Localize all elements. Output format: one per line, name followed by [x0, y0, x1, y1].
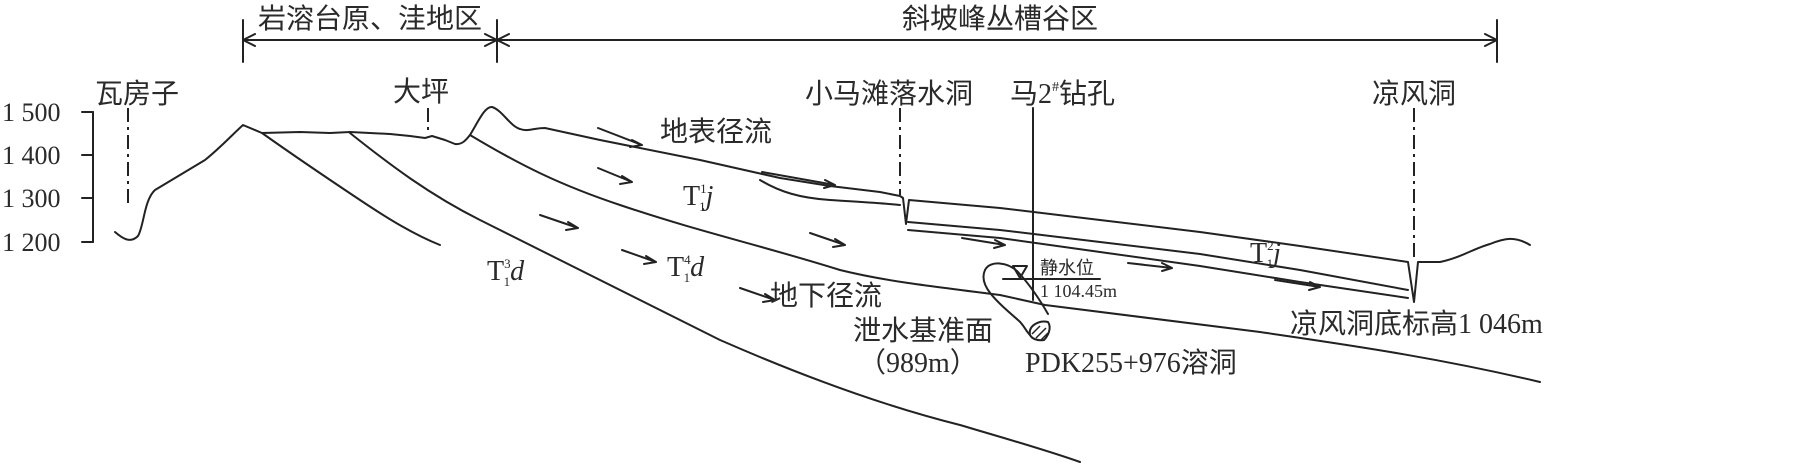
- base-level-label: 泄水基准面: [853, 315, 993, 347]
- cave-label: PDK255+976溶洞: [1025, 347, 1237, 379]
- axis-tick-1300: 1 300: [2, 184, 61, 213]
- place-label-daping: 大坪: [393, 76, 449, 108]
- region-label-slope: 斜坡峰丛槽谷区: [902, 3, 1098, 35]
- place-label-liangfengdong: 凉风洞: [1372, 78, 1456, 110]
- surface-flow-label: 地表径流: [660, 116, 772, 148]
- karst-cave: [982, 262, 1051, 342]
- region-label-plateau: 岩溶台原、洼地区: [258, 3, 482, 35]
- underground-flow-arrows: [539, 167, 846, 303]
- stratum-boundary: [349, 132, 1081, 463]
- elevation-axis: [81, 111, 94, 243]
- stratum-boundary: [261, 132, 441, 246]
- axis-tick-1200: 1 200: [2, 228, 61, 257]
- water-level-marker: [1002, 265, 1101, 280]
- stratum-boundary: [907, 229, 1409, 299]
- place-label-drill-hole: 马2#钻孔: [1010, 78, 1115, 110]
- water-level-label: 静水位: [1040, 258, 1094, 278]
- ground-surface-profile: [114, 106, 1531, 303]
- stratum-boundary: [907, 221, 1409, 291]
- stratum-boundary: [759, 179, 901, 206]
- stratum-boundary: [469, 134, 1541, 383]
- place-label-xiaomatan: 小马滩落水洞: [805, 78, 973, 110]
- axis-tick-1400: 1 400: [2, 141, 61, 170]
- region-bracket: [242, 19, 1498, 63]
- surface-flow-arrows: [597, 127, 1321, 291]
- axis-tick-1500: 1 500: [2, 98, 61, 127]
- liangfengdong-bottom-label: 凉风洞底标高1 046m: [1290, 308, 1543, 340]
- place-label-wafangzi: 瓦房子: [95, 78, 179, 110]
- base-level-value: （989m）: [858, 347, 978, 379]
- underground-flow-label: 地下径流: [770, 280, 882, 312]
- water-level-value: 1 104.45m: [1040, 281, 1117, 301]
